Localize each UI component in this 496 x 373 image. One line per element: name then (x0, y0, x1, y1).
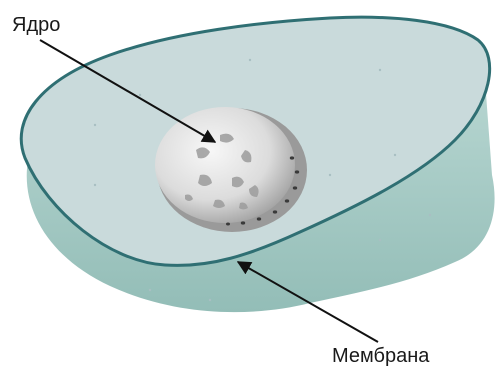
nucleus-label: Ядро (12, 14, 60, 36)
membrane-label: Мембрана (332, 345, 429, 367)
